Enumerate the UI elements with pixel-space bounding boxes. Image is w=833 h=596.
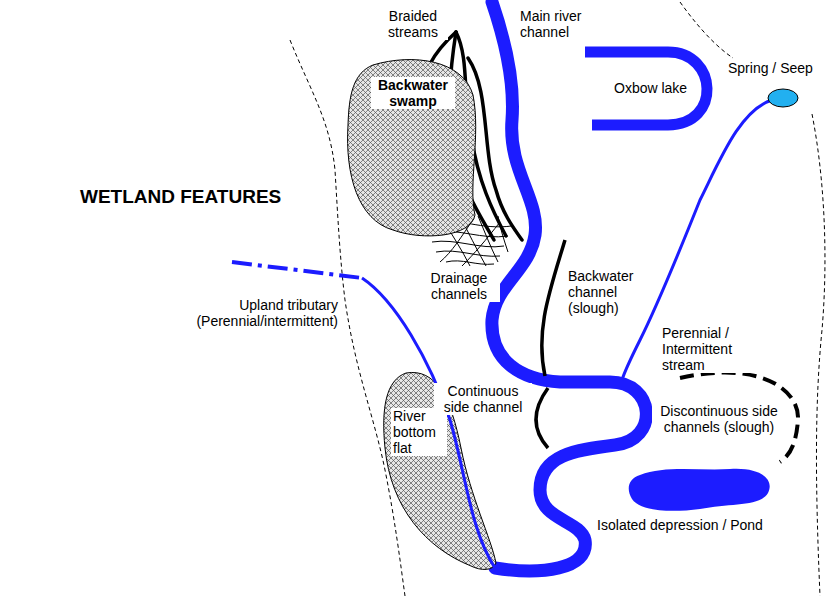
stream-label: Perennial / Intermittent stream [660, 325, 750, 373]
isolated-pond: Isolated depression / Pond [570, 465, 790, 537]
stream-label: Braided streams [378, 8, 448, 40]
river-label: Main river channel [518, 8, 600, 40]
oxbow-lake [585, 52, 707, 125]
node-label: Spring / Seep [728, 60, 828, 76]
channel-label: Drainage channels [418, 270, 500, 302]
node-label: Backwater swamp [371, 77, 455, 109]
upland-tributary [362, 278, 495, 568]
valley-boundary [680, 2, 733, 58]
channel-label: Discontinuous side channels (slough) [652, 403, 786, 435]
spring-seep: Spring / Seep [724, 60, 830, 110]
tributary-label: Upland tributary (Perennial/intermittent… [168, 297, 340, 329]
valley-boundary [812, 114, 825, 596]
backwater-channel [542, 240, 565, 376]
channel-label: Backwater channel (slough) [566, 268, 648, 316]
side-channel [536, 388, 548, 448]
node-shape [629, 469, 770, 511]
channel-label: Continuous side channel [434, 383, 532, 415]
node-label: Isolated depression / Pond [570, 517, 790, 533]
node-shape [348, 60, 476, 236]
node-label: River bottom flat [391, 408, 447, 456]
diagram-title: WETLAND FEATURES [80, 186, 281, 208]
perennial-stream [622, 100, 772, 380]
backwater-swamp: Backwater swamp [343, 55, 483, 245]
upland-tributary [232, 262, 362, 278]
lake-label: Oxbow lake [612, 80, 689, 96]
node-shape [768, 89, 798, 107]
